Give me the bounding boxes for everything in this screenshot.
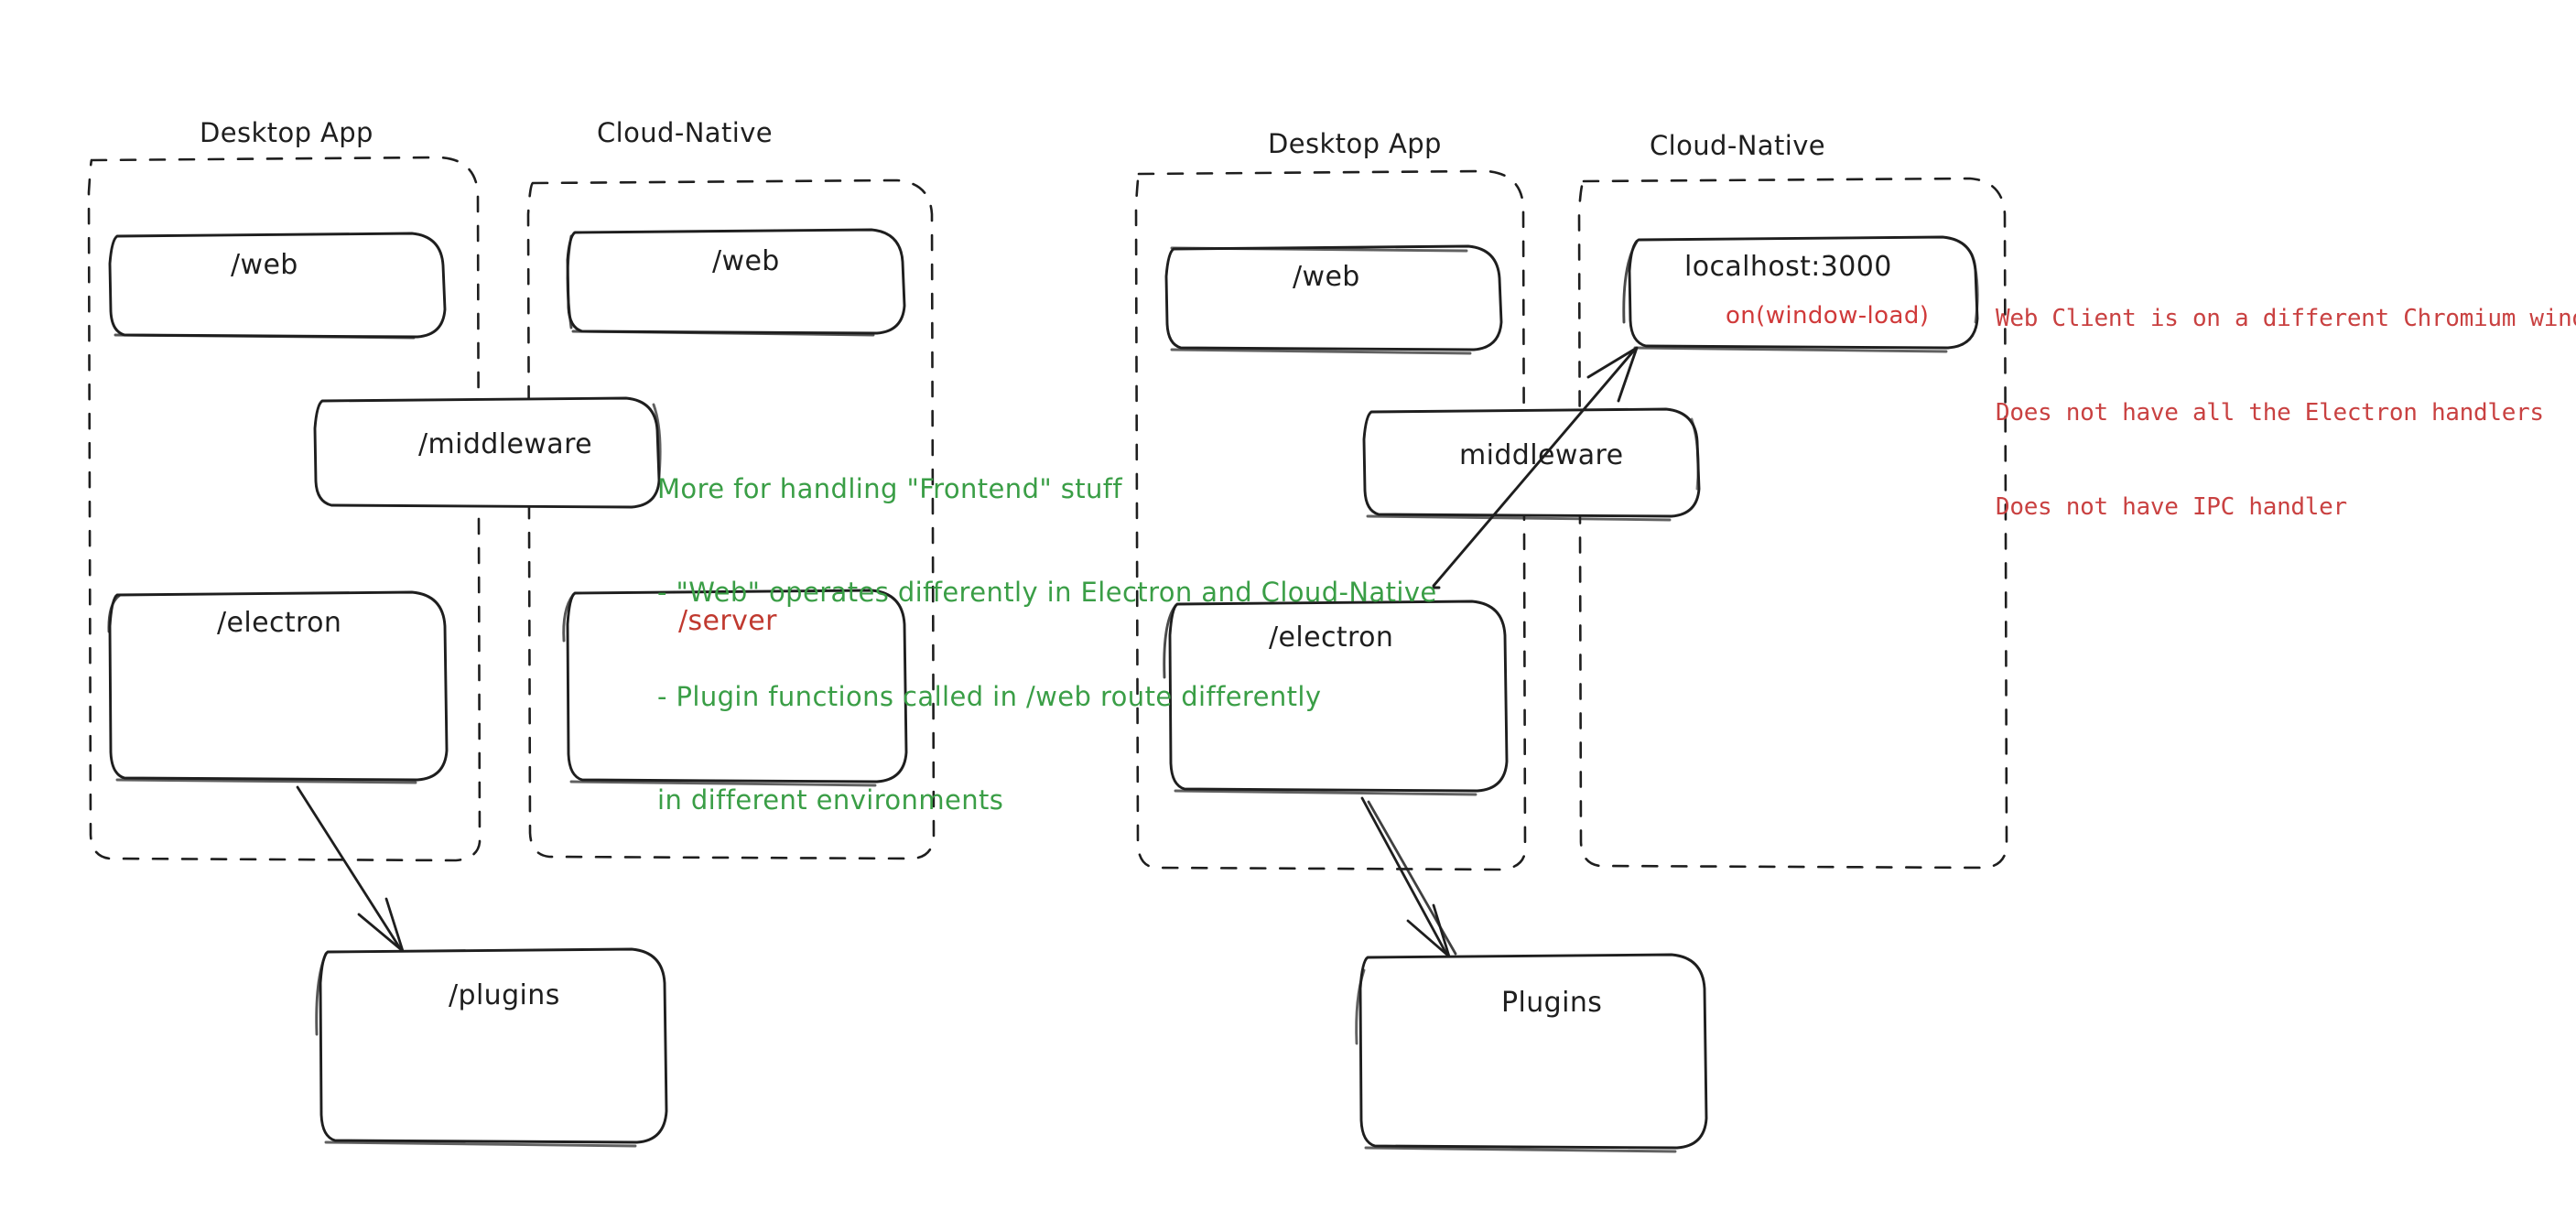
right-cloud-native-title: Cloud-Native: [1650, 130, 1825, 161]
red-annotation-line-1: Web Client is on a different Chromium wi…: [1996, 304, 2576, 332]
node-label-r-web-desktop: /web: [1293, 261, 1360, 293]
node-label-l-web-cloud: /web: [712, 245, 780, 277]
right-desktop-app-title: Desktop App: [1268, 128, 1442, 159]
green-annotation-line-3: - Plugin functions called in /web route …: [657, 680, 1322, 712]
node-sublabel-r-localhost-onwindowload: on(window-load): [1726, 302, 1930, 330]
node-label-r-middleware: middleware: [1459, 439, 1624, 471]
node-label-l-electron: /electron: [217, 607, 342, 639]
left-desktop-app-title: Desktop App: [200, 117, 373, 148]
red-annotation-line-3: Does not have IPC handler: [1996, 492, 2347, 521]
green-annotation-line-1: More for handling "Frontend" stuff: [657, 473, 1123, 505]
node-label-l-web-desktop: /web: [231, 249, 298, 281]
green-annotation-line-2: - "Web" operates differently in Electron…: [657, 577, 1437, 609]
green-annotation-line-4: in different environments: [657, 784, 1004, 816]
green-annotation: More for handling "Frontend" stuff - "We…: [657, 404, 1437, 887]
node-box-r-plugins: [1355, 953, 1708, 1153]
red-annotation: Web Client is on a different Chromium wi…: [1996, 240, 2576, 585]
node-label-r-plugins: Plugins: [1501, 987, 1603, 1019]
node-label-r-electron: /electron: [1269, 621, 1394, 654]
node-label-l-plugins: /plugins: [449, 979, 560, 1011]
arrow-l-electron-to-plugins: [296, 785, 405, 953]
node-label-l-middleware: /middleware: [418, 428, 592, 460]
left-cloud-native-title: Cloud-Native: [597, 117, 773, 148]
red-annotation-line-2: Does not have all the Electron handlers: [1996, 398, 2544, 427]
node-label-r-localhost: localhost:3000: [1684, 251, 1892, 283]
node-label-l-server: /server: [678, 605, 777, 637]
